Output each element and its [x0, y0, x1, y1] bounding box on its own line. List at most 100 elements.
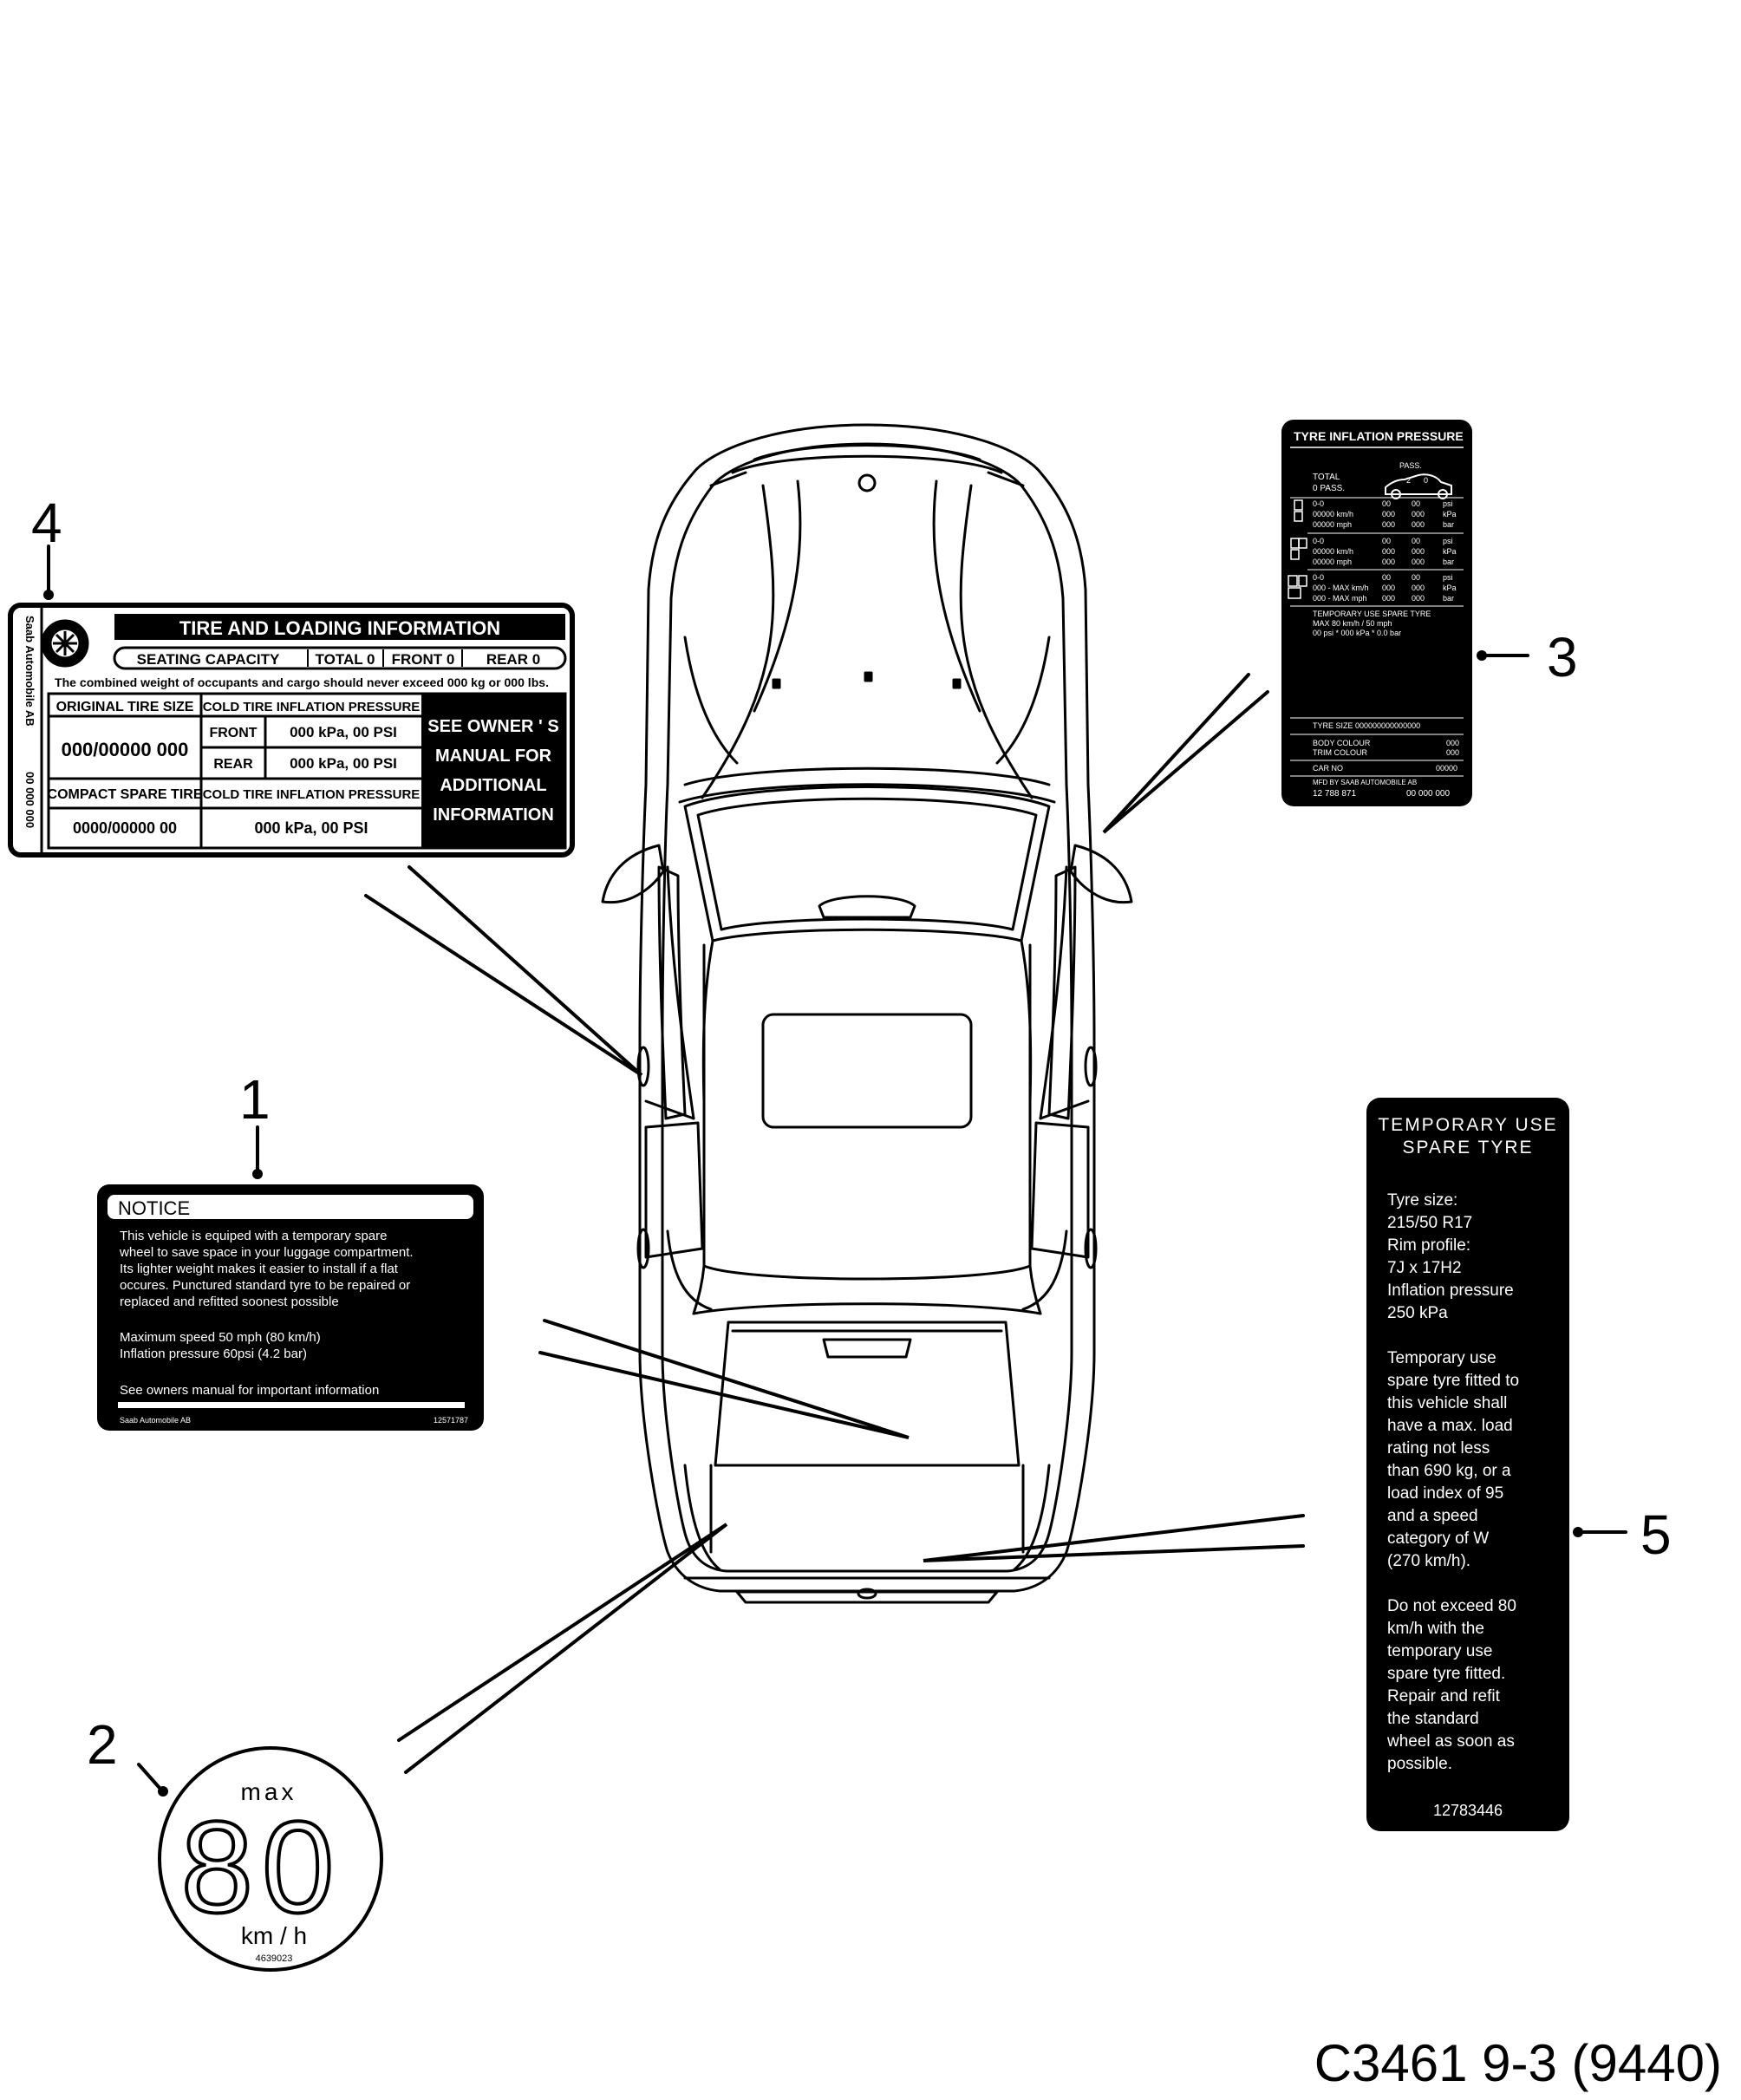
tp-r7-d: psi: [1443, 573, 1453, 582]
spare-lines: Tyre size: 215/50 R17 Rim profile: 7J x …: [1386, 1191, 1519, 1773]
tp-title: TYRE INFLATION PRESSURE: [1294, 429, 1464, 443]
speed-code: 4639023: [256, 1953, 293, 1964]
spare-code: 12783446: [1433, 1802, 1503, 1819]
figure-caption: C3461 9-3 (9440): [1314, 2034, 1722, 2092]
tp-r2-c: 000: [1412, 510, 1425, 518]
notice-maker: Saab Automobile AB: [120, 1416, 191, 1425]
side-maker: Saab Automobile AB: [23, 616, 36, 727]
notice-speed-2: Inflation pressure 60psi (4.2 bar): [120, 1347, 307, 1361]
notice-speed-1: Maximum speed 50 mph (80 km/h): [120, 1330, 321, 1345]
spare-line-19: Do not exceed 80: [1387, 1597, 1516, 1615]
tp-spare-3: 00 psi * 000 kPa * 0.0 bar: [1313, 629, 1401, 637]
callout-2: 2: [87, 1713, 118, 1776]
tp-r6-a: 00000 mph: [1313, 558, 1352, 566]
spare-line-16: category of W: [1387, 1529, 1489, 1548]
tp-r1-d: psi: [1443, 499, 1453, 508]
spare-line-25: wheel as soon as: [1386, 1732, 1515, 1751]
spare-line-14: load index of 95: [1387, 1484, 1503, 1503]
spare-line-26: possible.: [1387, 1755, 1452, 1773]
callout-3: 3: [1547, 626, 1578, 688]
tp-car-no-value: 00000: [1436, 764, 1457, 773]
callout-numbers: 4 1 2 3 5: [31, 492, 1672, 1776]
cold-header-2: COLD TIRE INFLATION PRESSURE: [203, 787, 421, 802]
callout-5: 5: [1640, 1503, 1672, 1566]
tp-r6-c: 000: [1412, 558, 1425, 566]
seating-total: TOTAL 0: [316, 651, 375, 668]
tp-row-group-1: [1294, 499, 1303, 522]
tp-body-colour-value: 000: [1446, 739, 1459, 747]
see-manual-1: SEE OWNER ' S: [427, 717, 558, 736]
spare-line-9: spare tyre fitted to: [1387, 1372, 1519, 1390]
tp-tyre-size: TYRE SIZE 000000000000000: [1313, 721, 1420, 730]
tp-r9-c: 000: [1412, 594, 1425, 603]
spare-line-15: and a speed: [1387, 1507, 1478, 1525]
spare-line-11: have a max. load: [1387, 1417, 1513, 1435]
spare-line-17: (270 km/h).: [1387, 1552, 1470, 1570]
label-notice: NOTICE This vehicle is equiped with a te…: [97, 1184, 484, 1431]
tp-total-label: TOTAL: [1313, 473, 1340, 482]
tp-r1-b: 00: [1382, 499, 1391, 508]
spare-line-23: Repair and refit: [1387, 1687, 1501, 1705]
tp-r8-a: 000 - MAX km/h: [1313, 584, 1369, 592]
label-spare-tyre: TEMPORARY USE SPARE TYRE Tyre size: 215/…: [1366, 1098, 1569, 1831]
tp-pass-count-1: 2: [1406, 476, 1411, 485]
tp-car-no: CAR NO: [1313, 764, 1343, 773]
tp-row-group-3: [1288, 575, 1307, 599]
seating-rear: REAR 0: [486, 651, 540, 668]
tp-r4-d: psi: [1443, 537, 1453, 545]
speed-unit: km / h: [241, 1922, 307, 1949]
tp-part-no: 12 788 871: [1313, 789, 1356, 799]
tp-r2-d: kPa: [1443, 510, 1457, 518]
seating-label: SEATING CAPACITY: [137, 651, 280, 668]
car-side-icon: [1385, 473, 1452, 499]
tp-r2-a: 00000 km/h: [1313, 510, 1353, 518]
tp-r8-d: kPa: [1443, 584, 1457, 592]
notice-heading: NOTICE: [118, 1197, 190, 1219]
callout-1: 1: [239, 1068, 271, 1131]
tp-body-colour: BODY COLOUR: [1313, 739, 1371, 747]
notice-line-3: Its lighter weight makes it easier to in…: [120, 1262, 399, 1276]
tp-r4-b: 00: [1382, 537, 1391, 545]
spare-line-6: 250 kPa: [1387, 1304, 1448, 1322]
spare-line-13: than 690 kg, or a: [1387, 1462, 1511, 1480]
tp-r6-b: 000: [1382, 558, 1395, 566]
spare-value: 000 kPa, 00 PSI: [254, 819, 368, 837]
spare-title-2: SPARE TYRE: [1402, 1138, 1533, 1158]
notice-footer-line: See owners manual for important informat…: [120, 1383, 379, 1398]
front-value: 000 kPa, 00 PSI: [290, 724, 397, 740]
tp-r5-b: 000: [1382, 547, 1395, 556]
tp-pass-count-2: 0: [1424, 476, 1428, 485]
tp-r3-d: bar: [1443, 520, 1454, 529]
callout-4: 4: [31, 492, 62, 554]
notice-line-1: This vehicle is equiped with a temporary…: [120, 1229, 387, 1243]
tp-r3-a: 00000 mph: [1313, 520, 1352, 529]
weight-line: The combined weight of occupants and car…: [55, 675, 549, 689]
notice-line-2: wheel to save space in your luggage comp…: [119, 1245, 414, 1260]
tp-trim-colour: TRIM COLOUR: [1313, 748, 1368, 757]
tp-r3-c: 000: [1412, 520, 1425, 529]
notice-code: 12571787: [434, 1416, 468, 1425]
tp-r5-c: 000: [1412, 547, 1425, 556]
tp-mfd: MFD BY SAAB AUTOMOBILE AB: [1313, 779, 1417, 786]
tp-r2-b: 000: [1382, 510, 1395, 518]
tp-r6-d: bar: [1443, 558, 1454, 566]
front-label: FRONT: [209, 726, 257, 740]
spare-line-3: Rim profile:: [1387, 1236, 1470, 1255]
tire-wheel-icon: [41, 619, 89, 668]
spare-line-10: this vehicle shall: [1387, 1394, 1507, 1412]
tp-rows: 0-0 00 00 psi 00000 km/h 000 000 kPa 000…: [1313, 499, 1457, 603]
car-outline: [601, 423, 1133, 1604]
spare-size: 0000/00000 00: [73, 819, 177, 837]
notice-line-4: occures. Punctured standard tyre to be r…: [120, 1278, 410, 1293]
spare-line-5: Inflation pressure: [1387, 1282, 1514, 1300]
spare-line-1: Tyre size:: [1387, 1191, 1457, 1210]
spare-line-12: rating not less: [1387, 1439, 1490, 1458]
see-manual-4: INFORMATION: [433, 805, 554, 825]
tp-r3-b: 000: [1382, 520, 1395, 529]
see-manual-2: MANUAL FOR: [435, 747, 552, 766]
tp-total-pass: 0 PASS.: [1313, 484, 1345, 493]
tp-r8-b: 000: [1382, 584, 1395, 592]
tire-loading-title: TIRE AND LOADING INFORMATION: [179, 617, 500, 639]
